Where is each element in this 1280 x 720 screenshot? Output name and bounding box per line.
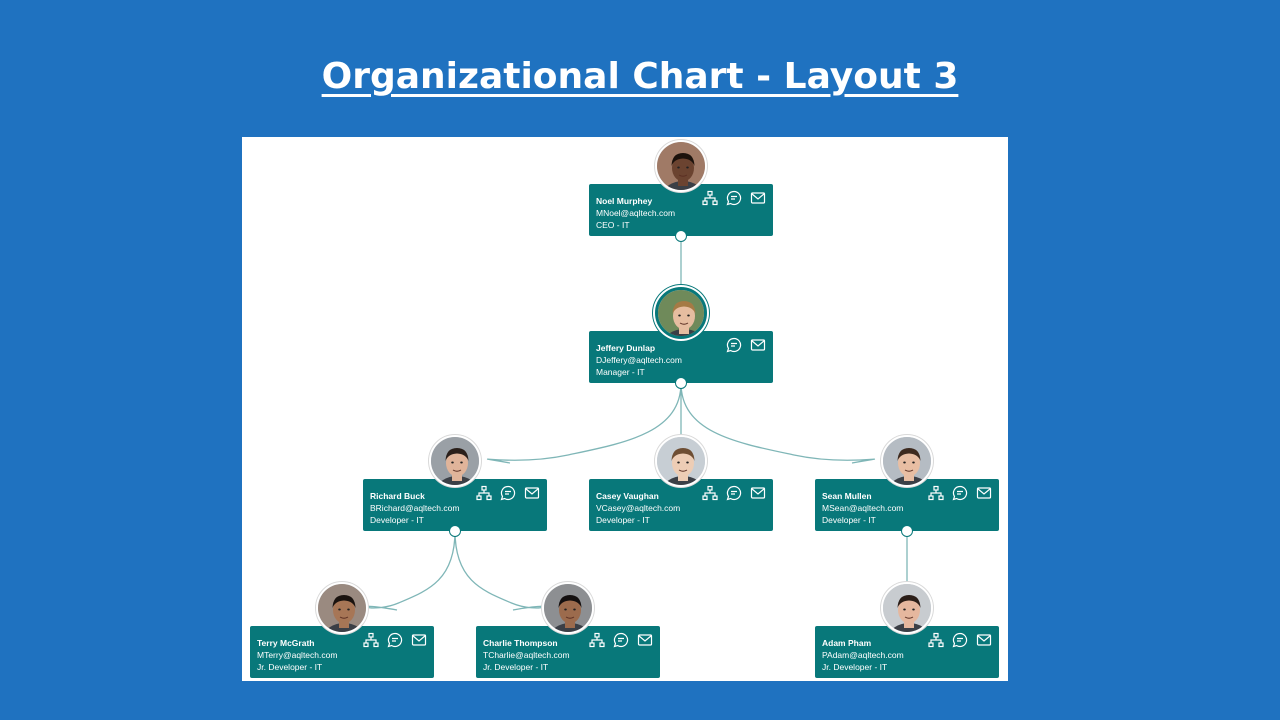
expand-collapse-toggle[interactable] <box>449 525 461 537</box>
node-name: Noel Murphey <box>596 196 653 206</box>
avatar-adam[interactable] <box>881 582 933 634</box>
expand-collapse-toggle[interactable] <box>901 525 913 537</box>
expand-collapse-toggle[interactable] <box>675 230 687 242</box>
node-role: Jr. Developer - IT <box>822 662 888 672</box>
node-name: Adam Pham <box>822 638 872 648</box>
node-email: DJeffery@aqltech.com <box>596 355 682 365</box>
org-chart-icon[interactable] <box>928 485 944 501</box>
node-name: Richard Buck <box>370 491 425 501</box>
node-role: Developer - IT <box>370 515 424 525</box>
chat-icon[interactable] <box>952 485 968 501</box>
mail-icon[interactable] <box>750 190 766 206</box>
org-chart-icon[interactable] <box>702 485 718 501</box>
node-email: MNoel@aqltech.com <box>596 208 676 218</box>
connector-richard-terry <box>365 530 456 611</box>
node-name: Jeffery Dunlap <box>596 343 656 353</box>
chat-icon[interactable] <box>726 190 742 206</box>
node-email: MSean@aqltech.com <box>822 503 904 513</box>
avatar-noel[interactable] <box>655 140 707 192</box>
avatar-jeffery[interactable] <box>655 287 707 339</box>
card-actions <box>702 485 766 501</box>
node-name: Sean Mullen <box>822 491 872 501</box>
connector-richard-charlie <box>454 530 545 611</box>
org-chart-icon[interactable] <box>702 190 718 206</box>
org-chart-icon[interactable] <box>589 632 605 648</box>
chat-icon[interactable] <box>500 485 516 501</box>
connector-lines <box>365 236 908 611</box>
avatar-richard[interactable] <box>429 435 481 487</box>
org-chart-icon[interactable] <box>928 632 944 648</box>
mail-icon[interactable] <box>524 485 540 501</box>
node-email: BRichard@aqltech.com <box>370 503 460 513</box>
avatar-casey[interactable] <box>655 435 707 487</box>
avatar-charlie[interactable] <box>542 582 594 634</box>
chat-icon[interactable] <box>952 632 968 648</box>
card-actions <box>726 337 766 353</box>
node-email: MTerry@aqltech.com <box>257 650 338 660</box>
org-chart-icon[interactable] <box>476 485 492 501</box>
org-chart-icon[interactable] <box>363 632 379 648</box>
mail-icon[interactable] <box>637 632 653 648</box>
avatar-terry[interactable] <box>316 582 368 634</box>
mail-icon[interactable] <box>750 485 766 501</box>
node-email: TCharlie@aqltech.com <box>483 650 570 660</box>
avatar-sean[interactable] <box>881 435 933 487</box>
connector-jeffery-richard <box>486 382 682 464</box>
chat-icon[interactable] <box>726 485 742 501</box>
card-actions <box>589 632 653 648</box>
mail-icon[interactable] <box>976 485 992 501</box>
card-actions <box>928 485 992 501</box>
card-actions <box>476 485 540 501</box>
node-role: CEO - IT <box>596 220 630 230</box>
chat-icon[interactable] <box>387 632 403 648</box>
card-actions <box>702 190 766 206</box>
chat-icon[interactable] <box>726 337 742 353</box>
mail-icon[interactable] <box>411 632 427 648</box>
chat-icon[interactable] <box>613 632 629 648</box>
node-role: Jr. Developer - IT <box>483 662 549 672</box>
slide-title: Organizational Chart - Layout 3 <box>321 56 959 97</box>
expand-collapse-toggle[interactable] <box>675 377 687 389</box>
card-actions <box>928 632 992 648</box>
node-name: Casey Vaughan <box>596 491 659 501</box>
node-name: Terry McGrath <box>257 638 315 648</box>
node-email: VCasey@aqltech.com <box>596 503 681 513</box>
mail-icon[interactable] <box>976 632 992 648</box>
mail-icon[interactable] <box>750 337 766 353</box>
node-name: Charlie Thompson <box>483 638 558 648</box>
node-role: Developer - IT <box>822 515 876 525</box>
node-role: Manager - IT <box>596 367 645 377</box>
node-role: Developer - IT <box>596 515 650 525</box>
card-actions <box>363 632 427 648</box>
connector-jeffery-sean <box>680 382 876 464</box>
node-role: Jr. Developer - IT <box>257 662 323 672</box>
node-email: PAdam@aqltech.com <box>822 650 904 660</box>
